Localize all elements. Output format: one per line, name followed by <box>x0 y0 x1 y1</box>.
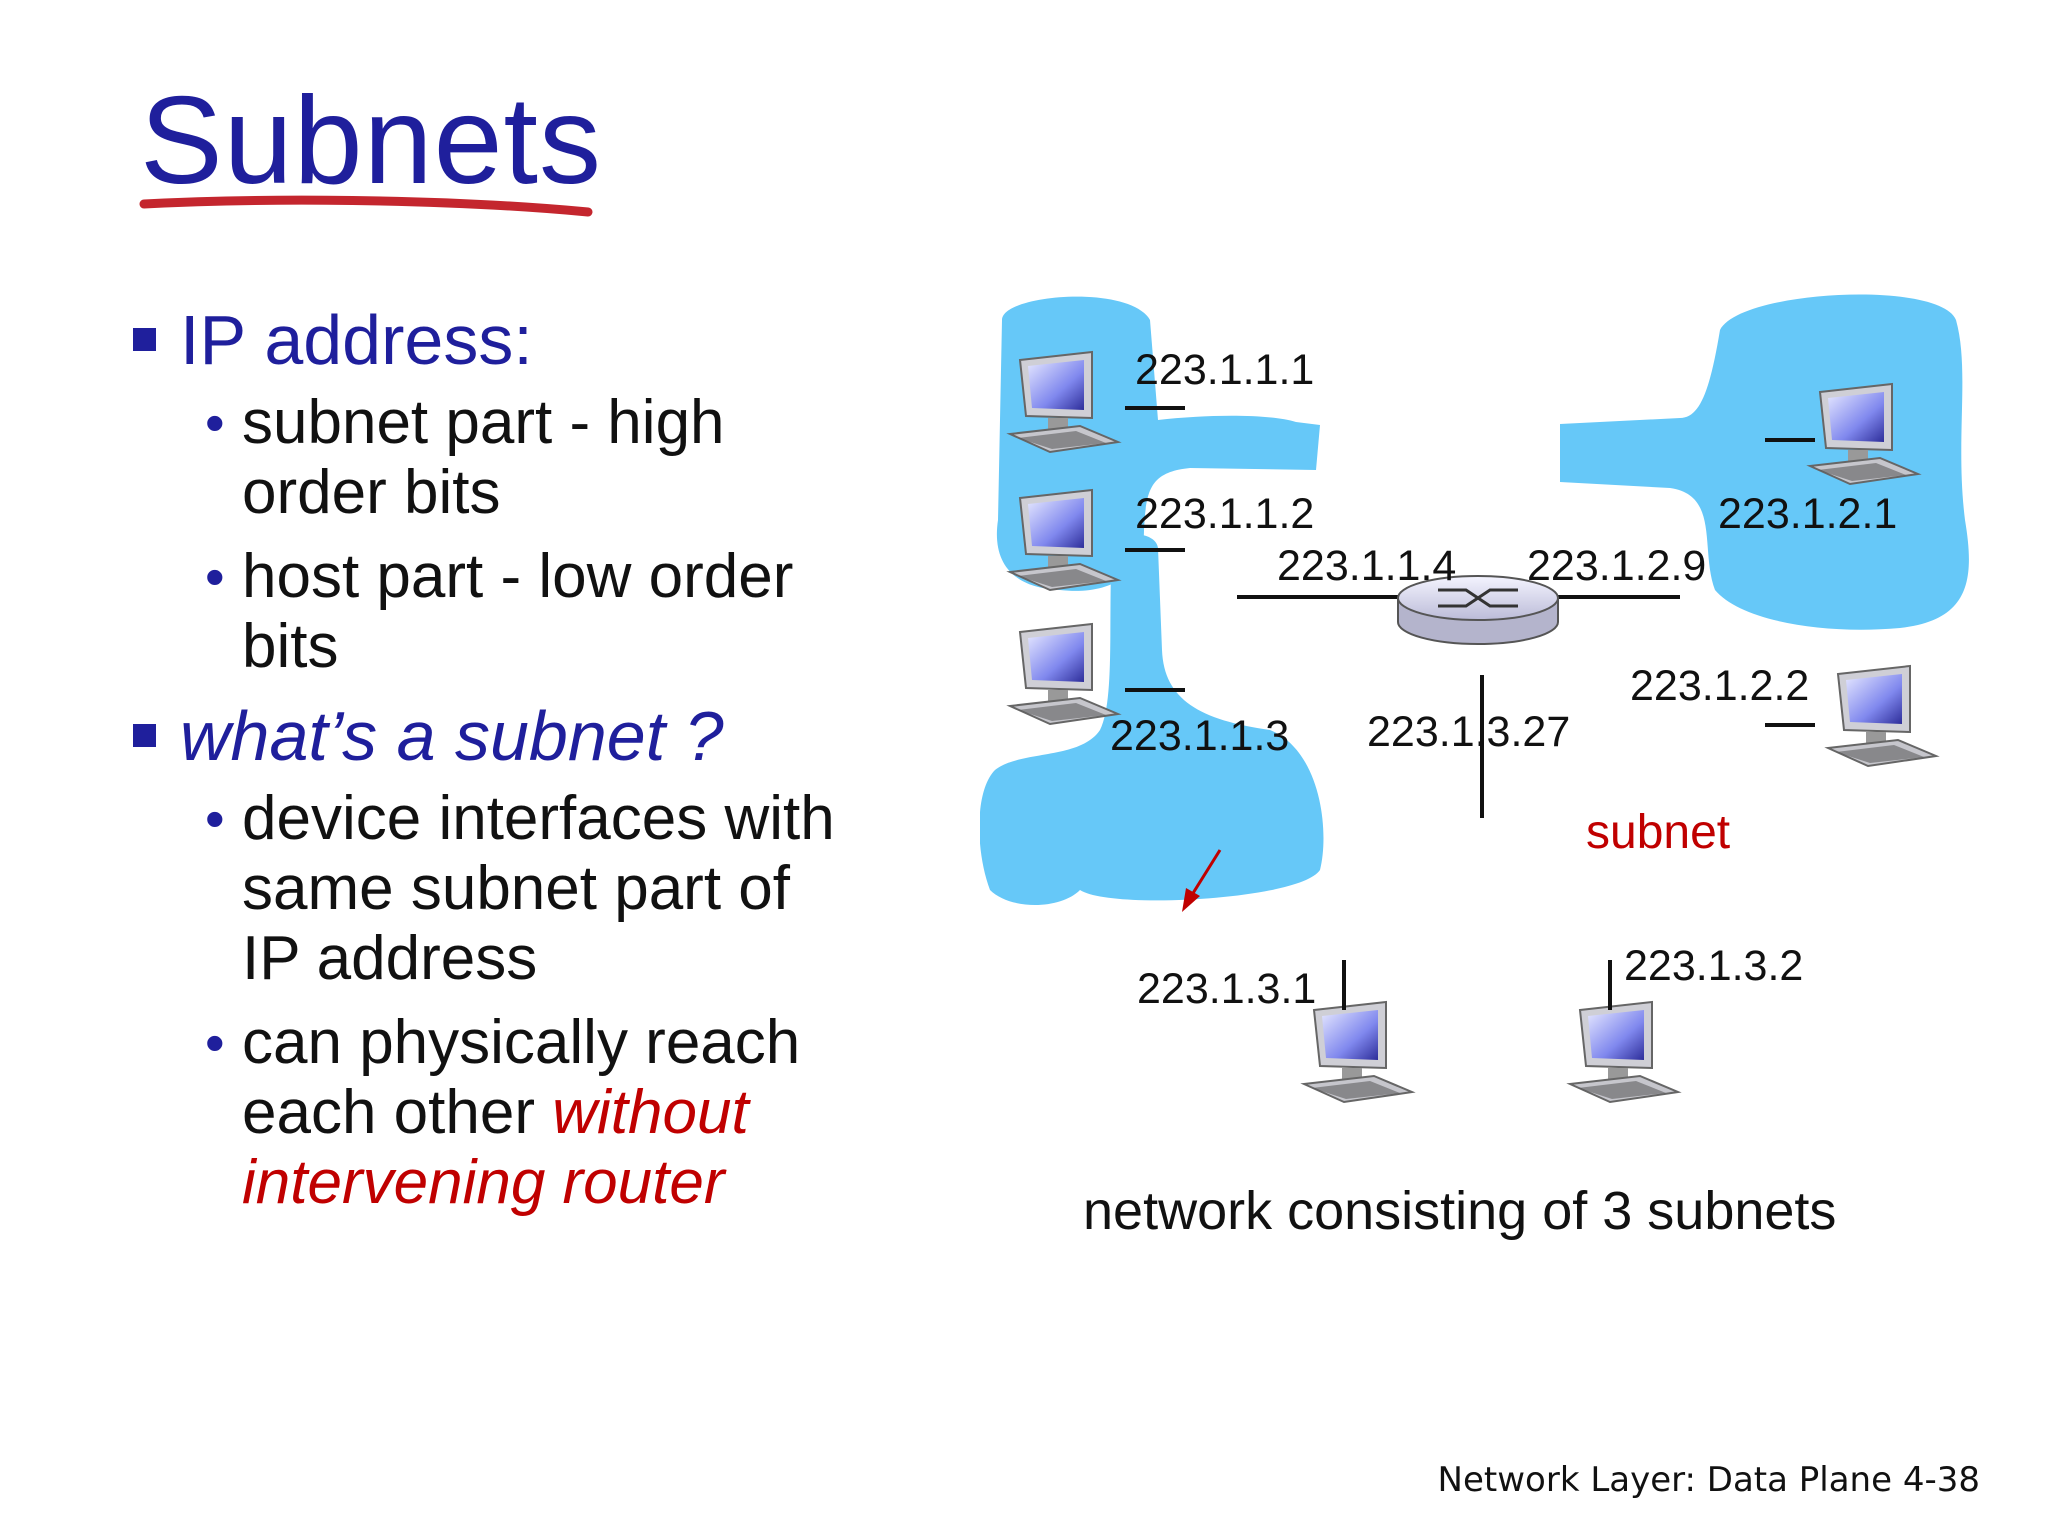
sub-bullet-host-part: • host part - low order bits <box>205 542 794 681</box>
ip-label-223-1-3-27: 223.1.3.27 <box>1367 708 1571 756</box>
sub-bullet-physically-reach: • can physically reach each other withou… <box>205 1008 801 1217</box>
router-icon <box>1397 575 1559 645</box>
bullet-ip-address: IP address: <box>130 300 930 380</box>
ip-label-223-1-3-2: 223.1.3.2 <box>1624 942 1804 990</box>
ip-label-223-1-2-1: 223.1.2.1 <box>1718 490 1898 538</box>
subnet-diagram: 223.1.1.1 223.1.1.2 223.1.1.3 223.1.1.4 … <box>980 290 2040 1140</box>
ip-label-223-1-1-4: 223.1.1.4 <box>1277 542 1457 590</box>
computer-icon <box>1569 1001 1679 1103</box>
diagram-canvas <box>980 294 1969 1103</box>
interface-lines <box>1125 406 1815 1010</box>
ip-label-223-1-3-1: 223.1.3.1 <box>1137 965 1317 1013</box>
square-bullet-icon <box>133 328 156 351</box>
bullet-whats-a-subnet: what’s a subnet ? <box>130 696 930 776</box>
subnet-arrow-icon <box>1182 849 1222 912</box>
title-underline <box>139 195 593 217</box>
bullet-dot-icon: • <box>205 391 225 454</box>
subnet-2-area <box>1560 294 1969 630</box>
bullet-dot-icon: • <box>205 545 225 608</box>
bullet-dot-icon: • <box>205 787 225 850</box>
ip-label-223-1-1-3: 223.1.1.3 <box>1110 712 1290 760</box>
bullet-list: IP address: • subnet part - high order b… <box>130 300 930 1232</box>
ip-label-223-1-1-1: 223.1.1.1 <box>1135 346 1315 394</box>
sub-bullet-subnet-part: • subnet part - high order bits <box>205 388 725 527</box>
subnet-3-area <box>980 534 1324 905</box>
slide-title: Subnets <box>140 72 603 210</box>
ip-label-223-1-2-2: 223.1.2.2 <box>1630 662 1810 710</box>
computer-icon <box>1827 665 1937 767</box>
ip-label-223-1-2-9: 223.1.2.9 <box>1527 542 1707 590</box>
ip-label-223-1-1-2: 223.1.1.2 <box>1135 490 1315 538</box>
computer-icon <box>1009 623 1119 725</box>
sub-bullet-device-interfaces: • device interfaces with same subnet par… <box>205 784 835 993</box>
diagram-caption: network consisting of 3 subnets <box>1083 1181 1837 1241</box>
square-bullet-icon <box>133 724 156 747</box>
bullet-dot-icon: • <box>205 1011 225 1074</box>
computer-icon <box>1303 1001 1413 1103</box>
subnet-label: subnet <box>1586 806 1731 859</box>
slide-footer: Network Layer: Data Plane 4-38 <box>1437 1460 1980 1500</box>
